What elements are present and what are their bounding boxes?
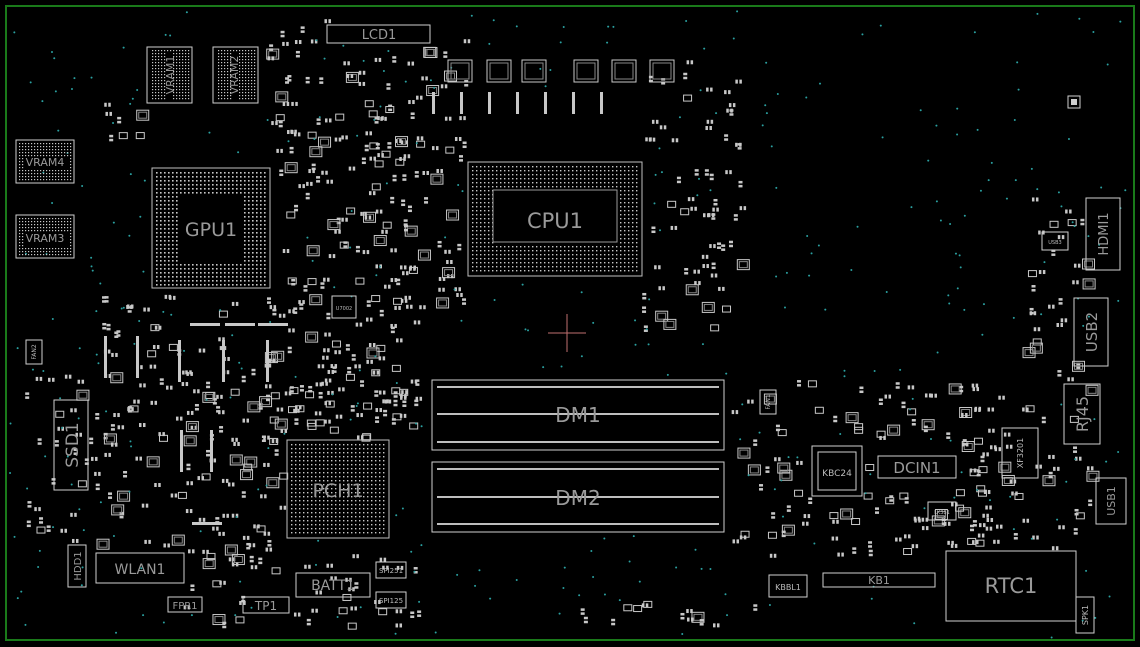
vram3-label: VRAM3	[26, 232, 65, 245]
fan1-connector[interactable]: FAN1	[759, 389, 777, 415]
kbc24-chip[interactable]: KBC24	[811, 445, 863, 497]
spi125-label: SPI125	[379, 597, 403, 605]
fan1-label: FAN1	[765, 394, 772, 409]
u7-label: U7002	[336, 306, 352, 312]
batt1-label: BATT1	[311, 578, 355, 594]
hdd1-connector[interactable]: HDD1	[67, 544, 87, 588]
dm2-slot[interactable]: DM2	[431, 461, 725, 533]
dcin1-label: DCIN1	[893, 459, 940, 477]
mounting-hole	[1067, 95, 1081, 109]
hdmi1-port[interactable]: HDMI1	[1085, 197, 1121, 271]
vram2-chip[interactable]: VRAM2	[212, 46, 259, 104]
kbc24-label: KBC24	[822, 469, 852, 479]
ssd1-label: SSD1	[63, 422, 83, 468]
vram4-label: VRAM4	[26, 156, 65, 169]
hdd1-label: HDD1	[73, 551, 84, 580]
usb1-label: USB1	[1105, 486, 1118, 516]
cpu1-chip[interactable]: CPU1	[467, 161, 643, 277]
xf3201-label: XF3201	[1016, 438, 1025, 468]
gpu1-chip[interactable]: GPU1	[151, 167, 271, 289]
lcd1-label: LCD1	[362, 28, 397, 43]
ssd1-connector[interactable]: SSD1	[53, 399, 89, 491]
usb1-port[interactable]: USB1	[1095, 477, 1127, 525]
fan2-label: FAN2	[31, 344, 38, 359]
kb1-label: KB1	[868, 574, 890, 587]
vram3-chip[interactable]: VRAM3	[15, 214, 75, 259]
cpu1-label: CPU1	[527, 209, 583, 233]
vram4-chip[interactable]: VRAM4	[15, 139, 75, 184]
dm1-label: DM1	[555, 403, 600, 427]
tp1-connector[interactable]: TP1	[242, 596, 290, 614]
wlan1-label: WLAN1	[115, 562, 166, 578]
spi251-label: SPI251	[379, 567, 403, 575]
spi125-chip[interactable]: SPI125	[375, 591, 407, 609]
spk1-connector[interactable]: SPK1	[1075, 596, 1095, 634]
dcin1-connector[interactable]: DCIN1	[877, 455, 957, 479]
xf3201-chip[interactable]: XF3201	[1001, 427, 1039, 479]
rj45-port[interactable]: RJ45	[1063, 383, 1101, 445]
gpu1-label: GPU1	[185, 219, 237, 241]
origin-crosshair	[548, 314, 586, 352]
kbbl1-label: KBBL1	[775, 583, 801, 592]
fpr1-label: FPR1	[172, 601, 197, 612]
spi251-chip[interactable]: SPI251	[375, 561, 407, 579]
vram1-chip[interactable]: VRAM1	[146, 46, 193, 104]
rtc1-battery[interactable]: RTC1	[945, 550, 1077, 622]
lcd1-connector[interactable]: LCD1	[326, 24, 431, 44]
rtc1-label: RTC1	[985, 574, 1038, 598]
dm1-slot[interactable]: DM1	[431, 379, 725, 451]
usb3-label: USB3	[1048, 240, 1061, 246]
spk1-label: SPK1	[1081, 605, 1090, 625]
lk-chip[interactable]: LK381	[927, 501, 957, 521]
pch1-chip[interactable]: PCH1	[286, 439, 390, 539]
top-inductor-row	[432, 59, 675, 114]
u7-chip[interactable]: U7002	[331, 295, 357, 319]
batt1-connector[interactable]: BATT1	[295, 572, 371, 598]
kbbl1-connector[interactable]: KBBL1	[768, 574, 808, 598]
fpr1-connector[interactable]: FPR1	[167, 596, 203, 613]
wlan1-connector[interactable]: WLAN1	[95, 552, 185, 584]
usb3-chip[interactable]: USB3	[1041, 231, 1069, 251]
lk-label: LK381	[934, 510, 950, 516]
vias	[9, 10, 1127, 639]
dm2-label: DM2	[555, 486, 600, 510]
vram1-label: VRAM1	[164, 56, 177, 95]
hdmi1-label: HDMI1	[1097, 212, 1112, 255]
vram2-label: VRAM2	[228, 56, 241, 95]
usb2-label: USB2	[1083, 312, 1101, 352]
board-outline	[5, 5, 1135, 641]
small-components	[25, 19, 1100, 630]
tp1-label: TP1	[254, 599, 277, 613]
rj45-label: RJ45	[1073, 396, 1092, 432]
pch1-label: PCH1	[312, 480, 363, 502]
usb2-port[interactable]: USB2	[1073, 297, 1109, 367]
fan2-connector[interactable]: FAN2	[25, 339, 43, 365]
kb1-connector[interactable]: KB1	[822, 572, 936, 588]
